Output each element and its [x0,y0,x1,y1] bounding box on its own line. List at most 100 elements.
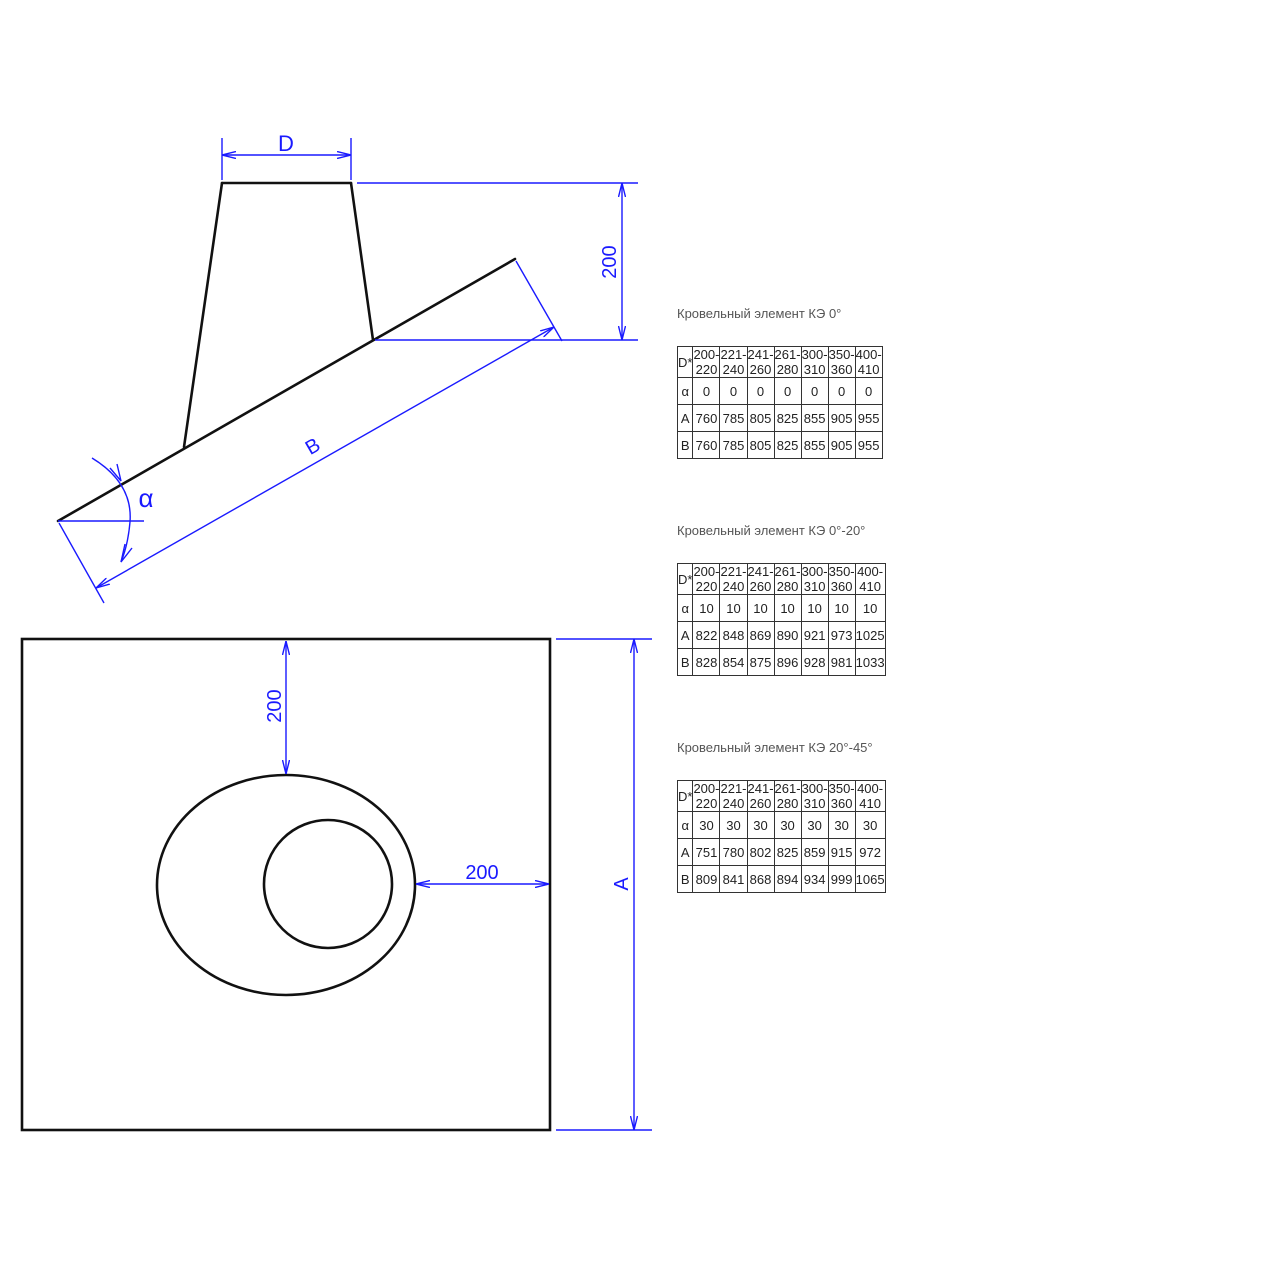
table-cell: 809 [692,865,721,893]
table-cell: 221-240 [719,346,748,378]
table-cell: 261-280 [773,346,802,378]
cone-left-edge [182,181,224,449]
row-header-cell: α [676,377,694,405]
table-cell: 30 [746,811,775,839]
table-cell: 10 [692,594,721,622]
table-cell: 981 [827,648,856,676]
table-cell: 896 [773,648,802,676]
table-cell: 350-360 [827,780,856,812]
table-cell: 825 [773,431,802,459]
table-cell: 400-410 [854,780,886,812]
table-cell: 241-260 [746,346,775,378]
row-header-cell: B [676,648,694,676]
table-cell: 760 [692,431,721,459]
table-cell: 200-220 [692,346,721,378]
table-cell: 972 [854,838,886,866]
inner-circle [262,818,394,950]
table-cell: 30 [854,811,886,839]
base-plate-outline [20,637,552,1132]
table-cell: 0 [746,377,775,405]
table-cell: 30 [773,811,802,839]
b-extension-left [58,522,105,604]
row-header-cell: A [676,621,694,649]
table-cell: 1065 [854,865,886,893]
b-extension-right [515,260,563,342]
table-cell: 805 [746,404,775,432]
table-title: Кровельный элемент КЭ 0° [677,306,842,321]
row-header-cell: A [676,404,694,432]
table-cell: 855 [800,431,829,459]
table-cell: 30 [800,811,829,839]
table-cell: 10 [854,594,886,622]
alpha-arrow-bottom [120,543,133,563]
b-label: B [302,434,325,460]
table-cell: 300-310 [800,780,829,812]
table-cell: 0 [719,377,748,405]
table-cell: 261-280 [773,780,802,812]
table-cell: 0 [692,377,721,405]
table-cell: 780 [719,838,748,866]
table-cell: 221-240 [719,563,748,595]
table-cell: 905 [827,404,856,432]
table-cell: 241-260 [746,780,775,812]
table-title: Кровельный элемент КЭ 0°-20° [677,523,866,538]
table-cell: 805 [746,431,775,459]
outer-ellipse [155,773,417,997]
plan-view [20,637,552,1132]
table-cell: 300-310 [800,563,829,595]
table-cell: 0 [854,377,883,405]
table-cell: 350-360 [827,346,856,378]
table-cell: 855 [800,404,829,432]
table-cell: 859 [800,838,829,866]
row-header-cell: D* [676,780,694,812]
table-cell: 828 [692,648,721,676]
table-cell: 999 [827,865,856,893]
table-cell: 973 [827,621,856,649]
table-cell: 934 [800,865,829,893]
table-cell: 890 [773,621,802,649]
table-cell: 350-360 [827,563,856,595]
table-cell: 848 [719,621,748,649]
table-cell: 751 [692,838,721,866]
table-cell: 300-310 [800,346,829,378]
table-cell: 868 [746,865,775,893]
table-cell: 915 [827,838,856,866]
roof-slope-line [56,257,517,523]
top200-label: 200 [264,689,286,722]
table-cell: 854 [719,648,748,676]
table-cell: 0 [827,377,856,405]
table-cell: 261-280 [773,563,802,595]
row-header-cell: α [676,811,694,839]
table-cell: 955 [854,404,883,432]
table-cell: 760 [692,404,721,432]
table-cell: 875 [746,648,775,676]
alpha-label: α [138,483,153,513]
table-cell: 825 [773,404,802,432]
table-cell: 200-220 [692,780,721,812]
table-cell: 841 [719,865,748,893]
table-cell: 921 [800,621,829,649]
row-header-cell: D* [676,346,694,378]
table-cell: 905 [827,431,856,459]
plan-view-dimensions [286,638,652,1131]
row-header-cell: A [676,838,694,866]
row-header-cell: α [676,594,694,622]
table-cell: 10 [827,594,856,622]
table-cell: 10 [773,594,802,622]
table-cell: 928 [800,648,829,676]
table-cell: 825 [773,838,802,866]
table-cell: 10 [746,594,775,622]
table-cell: 0 [800,377,829,405]
